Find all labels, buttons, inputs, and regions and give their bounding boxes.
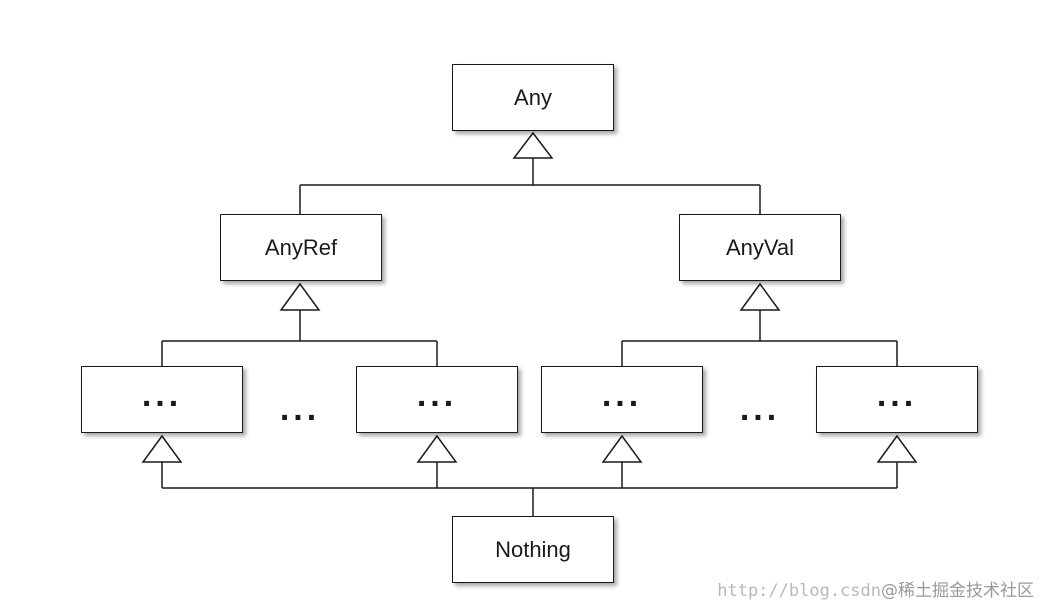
arrowhead-to-anyref — [279, 282, 321, 311]
node-nothing-label: Nothing — [495, 536, 571, 562]
node-val-subclass-1: ... — [541, 366, 703, 433]
node-anyval: AnyVal — [679, 214, 841, 281]
arrowhead-to-anyval — [739, 282, 781, 311]
node-anyval-label: AnyVal — [725, 234, 795, 260]
watermark: http://blog.csdn@稀土掘金技术社区 — [717, 576, 1034, 601]
arrowhead-to-any — [512, 131, 554, 159]
node-anyref: AnyRef — [220, 214, 382, 281]
node-val-subclass-2: ... — [816, 366, 978, 433]
node-any-label: Any — [514, 84, 552, 110]
node-val-subclass-1-label: ... — [601, 376, 643, 414]
watermark-url: http://blog.csdn — [717, 581, 881, 601]
node-ref-subclass-1-label: ... — [141, 376, 183, 414]
node-ref-subclass-1: ... — [81, 366, 243, 433]
arrowhead-to-val-sub1 — [601, 434, 643, 463]
node-ref-subclass-2: ... — [356, 366, 518, 433]
node-ref-subclass-2-label: ... — [416, 376, 458, 414]
node-val-subclass-2-label: ... — [876, 376, 918, 414]
node-anyref-label: AnyRef — [264, 234, 338, 260]
arrowhead-to-ref-sub2 — [416, 434, 458, 463]
arrowhead-to-val-sub2 — [876, 434, 918, 463]
val-subclasses-ellipsis: ... — [739, 390, 781, 428]
node-any: Any — [452, 64, 614, 131]
node-nothing: Nothing — [452, 516, 614, 583]
watermark-brand: @稀土掘金技术社区 — [881, 581, 1034, 601]
arrowhead-to-ref-sub1 — [141, 434, 183, 463]
ref-subclasses-ellipsis: ... — [279, 390, 321, 428]
